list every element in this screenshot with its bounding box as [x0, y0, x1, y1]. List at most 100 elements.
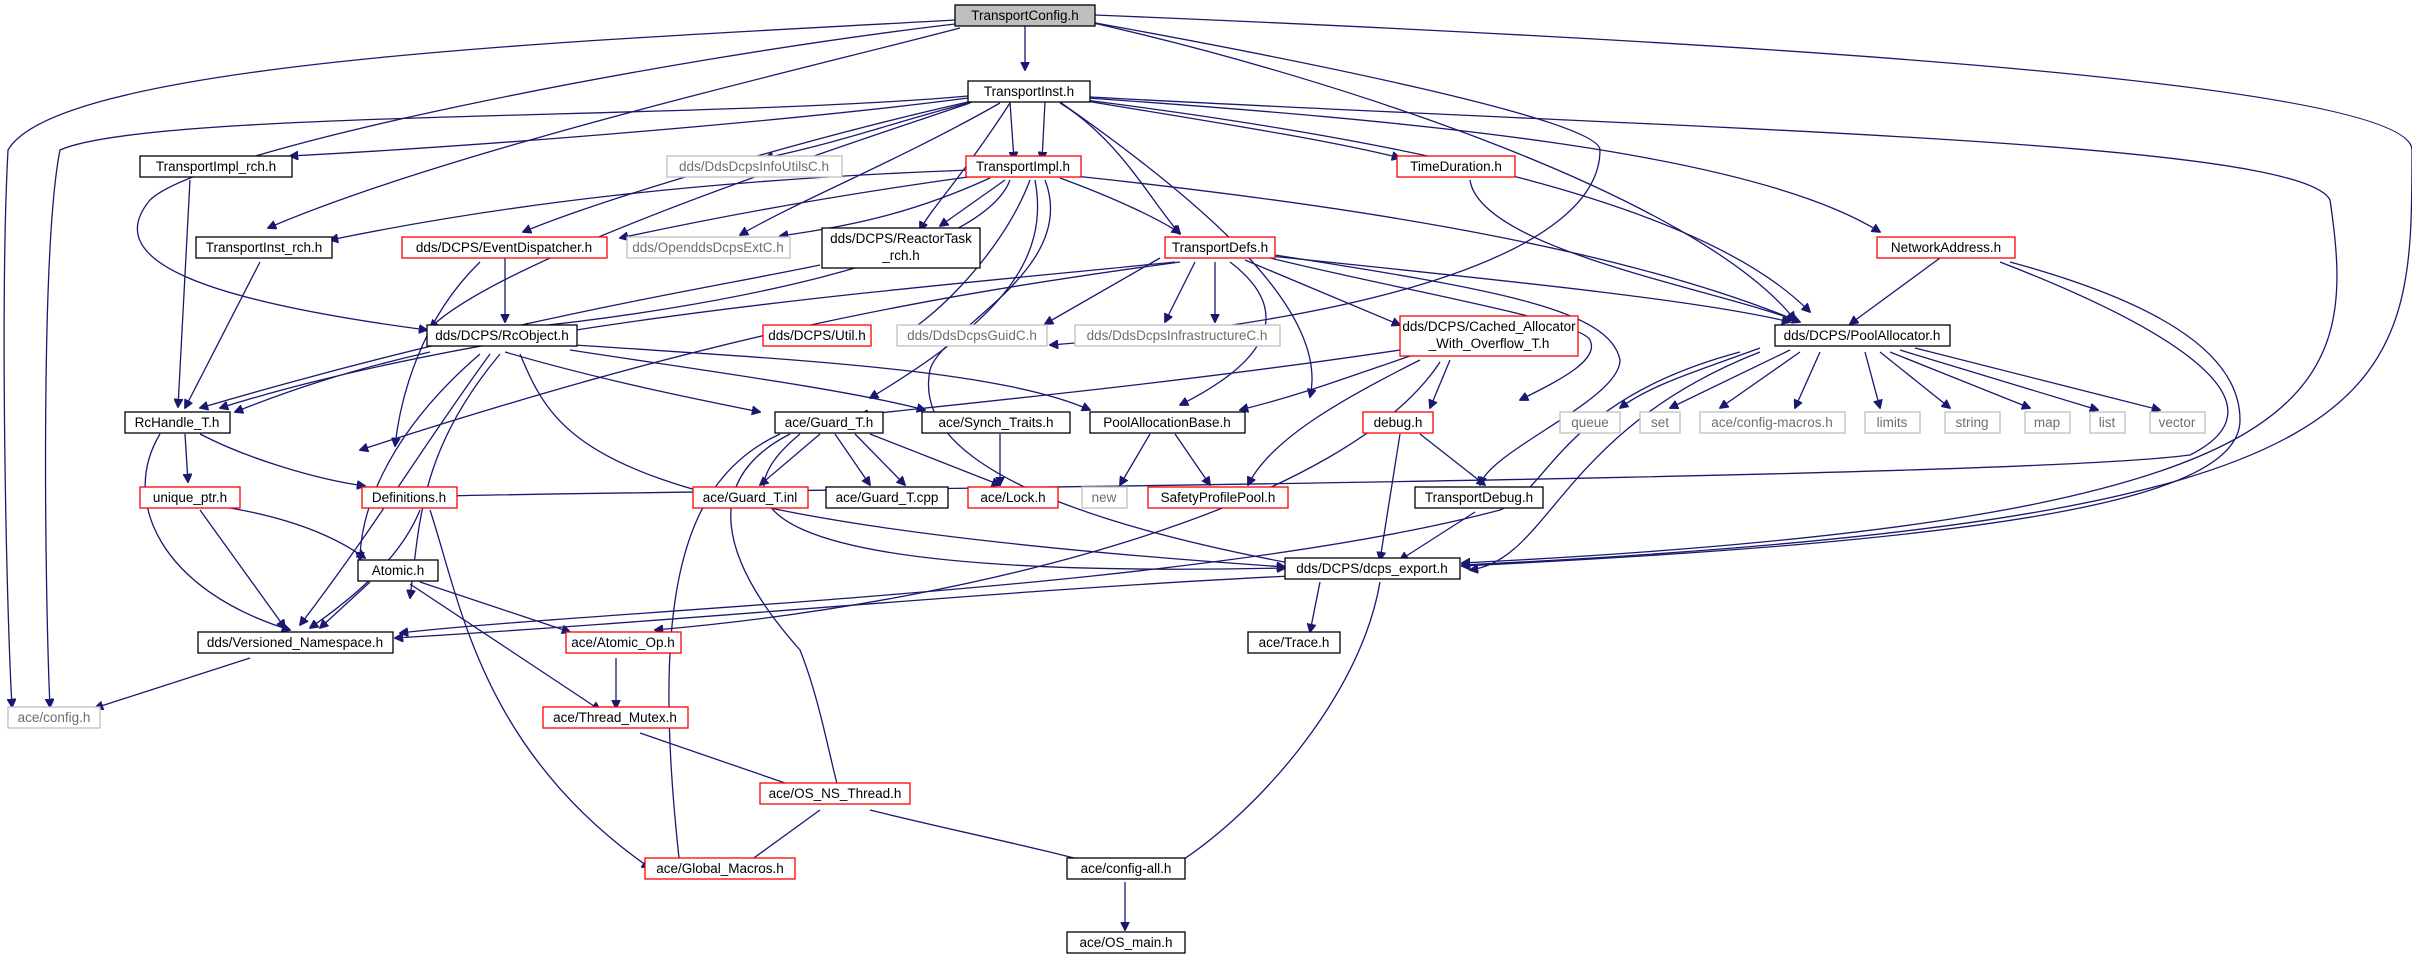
- edge: [3, 19, 956, 707]
- node-string[interactable]: string: [1944, 411, 2001, 434]
- node-versioned-namespace-h[interactable]: dds/Versioned_Namespace.h: [197, 631, 394, 654]
- svg-text:dds/DCPS/Util.h: dds/DCPS/Util.h: [768, 328, 866, 343]
- node-transport-inst-rch-h[interactable]: TransportInst_rch.h: [195, 236, 333, 259]
- edge: [290, 97, 969, 156]
- node-event-dispatcher-h[interactable]: dds/DCPS/EventDispatcher.h: [401, 236, 608, 259]
- edge: [730, 433, 840, 795]
- node-time-duration-h[interactable]: TimeDuration.h: [1396, 155, 1516, 178]
- node-safety-profile-pool-h[interactable]: SafetyProfilePool.h: [1147, 486, 1289, 509]
- node-pool-allocation-base-h[interactable]: PoolAllocationBase.h: [1089, 411, 1246, 434]
- edge: [395, 575, 1291, 638]
- edge: [1248, 359, 1421, 485]
- svg-text:Definitions.h: Definitions.h: [372, 490, 446, 505]
- node-transport-config-h[interactable]: TransportConfig.h: [954, 4, 1096, 27]
- node-queue[interactable]: queue: [1559, 411, 1621, 434]
- node-transport-impl-h[interactable]: TransportImpl.h: [965, 155, 1082, 178]
- node-util-h[interactable]: dds/DCPS/Util.h: [762, 324, 872, 347]
- node-dcps-export-h[interactable]: dds/DCPS/dcps_export.h: [1284, 557, 1461, 580]
- edge: [870, 179, 1039, 398]
- svg-text:ace/Synch_Traits.h: ace/Synch_Traits.h: [938, 415, 1053, 430]
- svg-text:TransportDefs.h: TransportDefs.h: [1172, 240, 1268, 255]
- node-definitions-h[interactable]: Definitions.h: [361, 486, 458, 509]
- edge: [360, 353, 481, 560]
- node-ace-thread-mutex-h[interactable]: ace/Thread_Mutex.h: [542, 706, 689, 729]
- edge: [780, 177, 991, 236]
- edge: [1120, 433, 1151, 485]
- edge: [1899, 349, 2098, 410]
- edge: [1042, 101, 1045, 160]
- edge: [44, 95, 969, 707]
- edge: [409, 583, 600, 710]
- edge: [1089, 96, 2338, 563]
- edge: [144, 433, 290, 630]
- svg-text:NetworkAddress.h: NetworkAddress.h: [1891, 240, 2001, 255]
- edge: [574, 344, 1090, 410]
- node-debug-h[interactable]: debug.h: [1362, 411, 1434, 434]
- svg-text:ace/config-macros.h: ace/config-macros.h: [1711, 415, 1833, 430]
- node-opendds-dcps-ext-c-h[interactable]: dds/OpenddsDcpsExtC.h: [626, 236, 791, 259]
- edge: [569, 349, 925, 410]
- edge: [834, 433, 870, 485]
- node-ace-config-h[interactable]: ace/config.h: [7, 706, 101, 729]
- node-ace-lock-h[interactable]: ace/Lock.h: [967, 486, 1059, 509]
- node-ace-atomic-op-h[interactable]: ace/Atomic_Op.h: [565, 631, 682, 654]
- edge: [1850, 257, 1941, 324]
- svg-text:dds/OpenddsDcpsExtC.h: dds/OpenddsDcpsExtC.h: [632, 240, 784, 255]
- edge: [927, 179, 1300, 565]
- svg-text:string: string: [1955, 415, 1988, 430]
- svg-text:dds/DCPS/EventDispatcher.h: dds/DCPS/EventDispatcher.h: [416, 240, 592, 255]
- node-ace-os-main-h[interactable]: ace/OS_main.h: [1066, 931, 1186, 954]
- node-ace-global-macros-h[interactable]: ace/Global_Macros.h: [644, 857, 796, 880]
- edge: [1244, 259, 1400, 325]
- edge: [854, 433, 905, 485]
- edge: [519, 353, 1285, 567]
- node-set[interactable]: set: [1639, 411, 1681, 434]
- svg-text:PoolAllocationBase.h: PoolAllocationBase.h: [1103, 415, 1231, 430]
- svg-text:set: set: [1651, 415, 1669, 430]
- node-new[interactable]: new: [1081, 486, 1128, 509]
- node-unique-ptr-h[interactable]: unique_ptr.h: [139, 486, 241, 509]
- node-transport-defs-h[interactable]: TransportDefs.h: [1164, 236, 1276, 259]
- node-ace-synch-traits-h[interactable]: ace/Synch_Traits.h: [921, 411, 1071, 434]
- edge: [95, 657, 251, 708]
- node-transport-impl-rch-h[interactable]: TransportImpl_rch.h: [139, 155, 293, 178]
- edge: [1087, 97, 1880, 232]
- node-reactor-task-rch-h[interactable]: dds/DCPS/ReactorTask _rch.h: [821, 227, 981, 269]
- svg-text:queue: queue: [1571, 415, 1609, 430]
- node-ace-config-all-h[interactable]: ace/config-all.h: [1066, 857, 1186, 880]
- node-ace-os-ns-thread-h[interactable]: ace/OS_NS_Thread.h: [759, 782, 911, 805]
- node-transport-inst-h[interactable]: TransportInst.h: [967, 80, 1091, 103]
- edge: [1864, 351, 1880, 408]
- svg-text:ace/Guard_T.inl: ace/Guard_T.inl: [703, 490, 798, 505]
- edge: [1795, 351, 1821, 408]
- svg-text:dds/DdsDcpsInfoUtilsC.h: dds/DdsDcpsInfoUtilsC.h: [679, 159, 829, 174]
- node-dds-dcps-infrastructure-c-h[interactable]: dds/DdsDcpsInfrastructureC.h: [1074, 324, 1281, 347]
- node-transport-debug-h[interactable]: TransportDebug.h: [1414, 486, 1544, 509]
- node-cached-allocator-with-overflow-t-h[interactable]: dds/DCPS/Cached_Allocator _With_Overflow…: [1399, 315, 1579, 357]
- node-ace-trace-h[interactable]: ace/Trace.h: [1247, 631, 1341, 654]
- node-atomic-h[interactable]: Atomic.h: [357, 559, 439, 582]
- node-ace-guard-t-cpp[interactable]: ace/Guard_T.cpp: [825, 486, 949, 509]
- edge: [1084, 99, 1810, 312]
- node-limits[interactable]: limits: [1864, 411, 1921, 434]
- node-rc-handle-t-h[interactable]: RcHandle_T.h: [124, 411, 231, 434]
- svg-text:ace/OS_NS_Thread.h: ace/OS_NS_Thread.h: [769, 786, 902, 801]
- node-dds-dcps-guid-c-h[interactable]: dds/DdsDcpsGuidC.h: [896, 324, 1048, 347]
- node-ace-config-macros-h[interactable]: ace/config-macros.h: [1699, 411, 1846, 434]
- edge: [620, 175, 976, 238]
- edge: [1380, 433, 1401, 560]
- node-network-address-h[interactable]: NetworkAddress.h: [1876, 236, 2016, 259]
- edge: [668, 433, 781, 867]
- node-dds-dcps-info-utils-c-h[interactable]: dds/DdsDcpsInfoUtilsC.h: [666, 155, 843, 178]
- node-ace-guard-t-h[interactable]: ace/Guard_T.h: [774, 411, 884, 434]
- node-vector[interactable]: vector: [2149, 411, 2206, 434]
- svg-text:debug.h: debug.h: [1374, 415, 1423, 430]
- svg-text:TransportInst_rch.h: TransportInst_rch.h: [206, 240, 323, 255]
- node-map[interactable]: map: [2024, 411, 2071, 434]
- node-pool-allocator-h[interactable]: dds/DCPS/PoolAllocator.h: [1774, 324, 1951, 347]
- node-list[interactable]: list: [2089, 411, 2126, 434]
- edge: [1240, 355, 1411, 410]
- node-ace-guard-t-inl[interactable]: ace/Guard_T.inl: [692, 486, 809, 509]
- dependency-edges: [3, 14, 2412, 930]
- node-rc-object-h[interactable]: dds/DCPS/RcObject.h: [426, 324, 578, 347]
